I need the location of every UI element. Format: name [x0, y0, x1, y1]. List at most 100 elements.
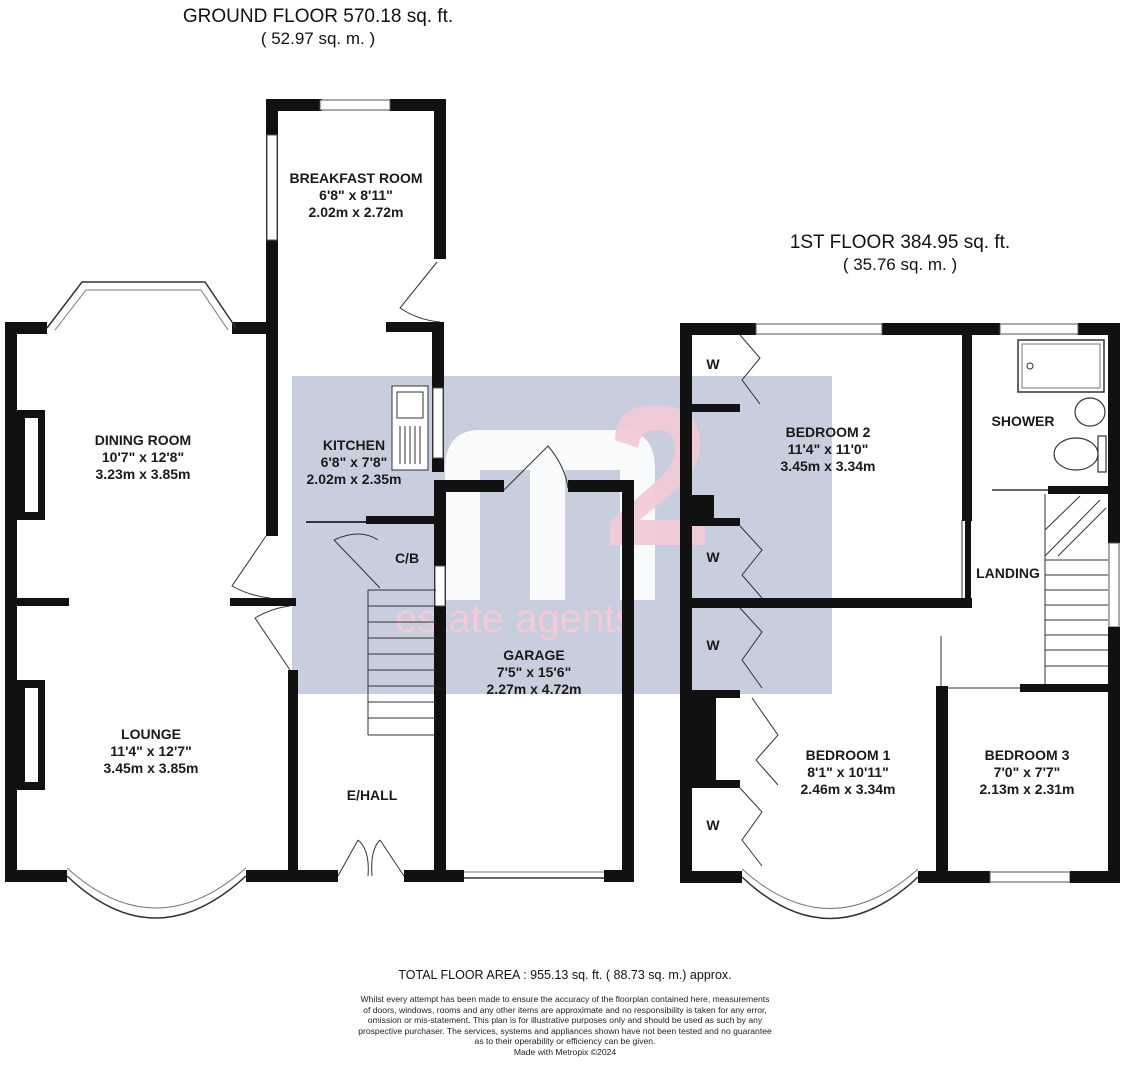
label-cupboard: C/B [395, 550, 419, 566]
label-wardrobe: W [706, 637, 720, 653]
disclaimer-line: omission or mis-statement. This plan is … [367, 1015, 763, 1026]
room-name: GARAGE [503, 647, 564, 663]
disclaimer-credit: Made with Metropix ©2024 [513, 1046, 617, 1057]
ground-floor-plan: BREAKFAST ROOM 6'8" x 8'11" 2.02m x 2.72… [5, 99, 634, 919]
toilet-cistern [1097, 435, 1107, 473]
wall [692, 404, 740, 412]
wall [5, 322, 17, 882]
room-size-metric: 3.23m x 3.85m [96, 466, 191, 482]
room-size-metric: 2.02m x 2.72m [309, 204, 404, 220]
wall [622, 480, 634, 882]
room-size-metric: 2.02m x 2.35m [307, 471, 402, 487]
shower-drain [1026, 362, 1034, 370]
wall [17, 598, 69, 606]
wardrobe-door [739, 525, 763, 599]
wall [692, 780, 740, 788]
wall [366, 516, 442, 524]
wall [882, 323, 1000, 335]
room-size-metric: 2.27m x 4.72m [487, 681, 582, 697]
room-breakfast: BREAKFAST ROOM 6'8" x 8'11" 2.02m x 2.72… [290, 170, 423, 220]
first-floor-stairs [1044, 494, 1108, 684]
wall [246, 870, 296, 882]
room-size-metric: 2.13m x 2.31m [980, 781, 1075, 797]
disclaimer-line: of doors, windows, rooms and any other i… [363, 1004, 767, 1015]
watermark-m-letter [445, 430, 655, 600]
dining-bay-window [46, 281, 237, 329]
shower-tray-inner [1021, 343, 1101, 389]
wall [1048, 486, 1108, 494]
room-bedroom-2: BEDROOM 2 11'4" x 11'0" 3.45m x 3.34m [781, 424, 876, 474]
ground-floor-title: GROUND FLOOR 570.18 sq. ft. ( 52.97 sq. … [118, 6, 518, 50]
wall [692, 690, 716, 780]
room-garage: GARAGE 7'5" x 15'6" 2.27m x 4.72m [487, 647, 582, 697]
landing-window [1108, 542, 1120, 628]
room-name: BEDROOM 3 [985, 747, 1070, 763]
wall [1070, 871, 1120, 883]
room-size-imperial: 11'4" x 11'0" [788, 441, 869, 457]
cb-window [434, 565, 446, 607]
wall [692, 495, 714, 525]
lounge-door-swing [254, 605, 291, 671]
wall [692, 518, 740, 526]
label-landing: LANDING [976, 565, 1040, 581]
wall [434, 870, 464, 882]
shower-window [999, 323, 1079, 335]
dining-door-swing [231, 535, 271, 599]
label-wardrobe: W [706, 356, 720, 372]
wall [5, 322, 47, 334]
wall [680, 323, 756, 335]
room-size-metric: 2.46m x 3.34m [801, 781, 896, 797]
breakfast-window-top [319, 99, 391, 111]
wall [230, 598, 296, 606]
wall [918, 871, 990, 883]
bedroom1-bay-window-inner [741, 868, 919, 909]
room-size-imperial: 7'0" x 7'7" [994, 764, 1061, 780]
room-size-imperial: 6'8" x 8'11" [319, 187, 393, 203]
room-bedroom-1: BEDROOM 1 8'1" x 10'11" 2.46m x 3.34m [801, 747, 896, 797]
wall [434, 480, 504, 492]
room-size-imperial: 7'5" x 15'6" [497, 664, 571, 680]
wall [1108, 627, 1120, 883]
bedroom2-window [755, 323, 883, 335]
wall [962, 335, 972, 521]
room-size-imperial: 10'7" x 12'8" [102, 449, 184, 465]
wall [390, 99, 446, 111]
room-name: DINING ROOM [95, 432, 191, 448]
ground-floor-area-metric: ( 52.97 sq. m. ) [260, 29, 376, 48]
wardrobe-door [739, 787, 763, 867]
wall [692, 598, 972, 608]
room-size-imperial: 8'1" x 10'11" [807, 764, 888, 780]
room-name: BEDROOM 2 [786, 424, 871, 440]
wall [288, 670, 298, 882]
kitchen-drainer [399, 426, 421, 464]
room-kitchen: KITCHEN 6'8" x 7'8" 2.02m x 2.35m [307, 437, 402, 487]
wall [266, 322, 278, 536]
wall [288, 870, 338, 882]
wall [965, 486, 971, 598]
wall [386, 322, 444, 332]
dining-bay-window-inner [54, 289, 229, 331]
wall [232, 322, 276, 334]
label-wardrobe: W [706, 817, 720, 833]
first-floor-plan: BEDROOM 2 11'4" x 11'0" 3.45m x 3.34m BE… [680, 323, 1120, 920]
wall [568, 480, 634, 492]
chimney-breast [17, 410, 45, 520]
chimney-breast [17, 680, 45, 790]
wall [266, 99, 322, 111]
wall [680, 323, 692, 883]
wardrobe-door [739, 607, 763, 689]
lounge-bay-window [66, 875, 247, 919]
breakfast-door-swing [399, 261, 441, 323]
breakfast-window-side [266, 134, 278, 241]
wall [5, 870, 67, 882]
wardrobe-door [739, 334, 761, 405]
label-shower: SHOWER [992, 413, 1055, 429]
disclaimer: Whilst every attempt has been made to en… [300, 994, 830, 1058]
room-size-metric: 3.45m x 3.85m [104, 760, 199, 776]
wall [1020, 684, 1120, 692]
room-bedroom-3: BEDROOM 3 7'0" x 7'7" 2.13m x 2.31m [980, 747, 1075, 797]
room-name: BEDROOM 1 [806, 747, 891, 763]
wall [680, 871, 742, 883]
shower-tray [1017, 339, 1105, 393]
first-floor-area-metric: ( 35.76 sq. m. ) [842, 255, 958, 274]
